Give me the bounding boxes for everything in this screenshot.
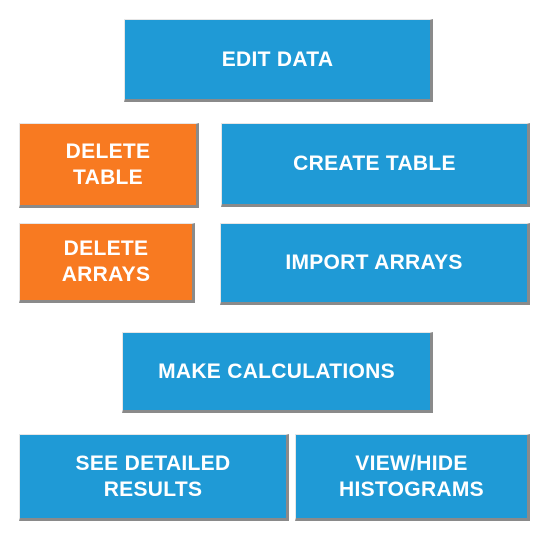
view-hide-histograms-button[interactable]: VIEW/HIDE HISTOGRAMS bbox=[295, 434, 530, 521]
delete-arrays-button[interactable]: DELETE ARRAYS bbox=[19, 223, 195, 303]
create-table-button[interactable]: CREATE TABLE bbox=[221, 123, 530, 207]
make-calculations-button[interactable]: MAKE CALCULATIONS bbox=[122, 332, 433, 413]
see-detailed-results-button[interactable]: SEE DETAILED RESULTS bbox=[19, 434, 289, 521]
import-arrays-button[interactable]: IMPORT ARRAYS bbox=[220, 223, 530, 305]
delete-table-button[interactable]: DELETE TABLE bbox=[19, 123, 199, 208]
edit-data-button[interactable]: EDIT DATA bbox=[124, 19, 433, 102]
